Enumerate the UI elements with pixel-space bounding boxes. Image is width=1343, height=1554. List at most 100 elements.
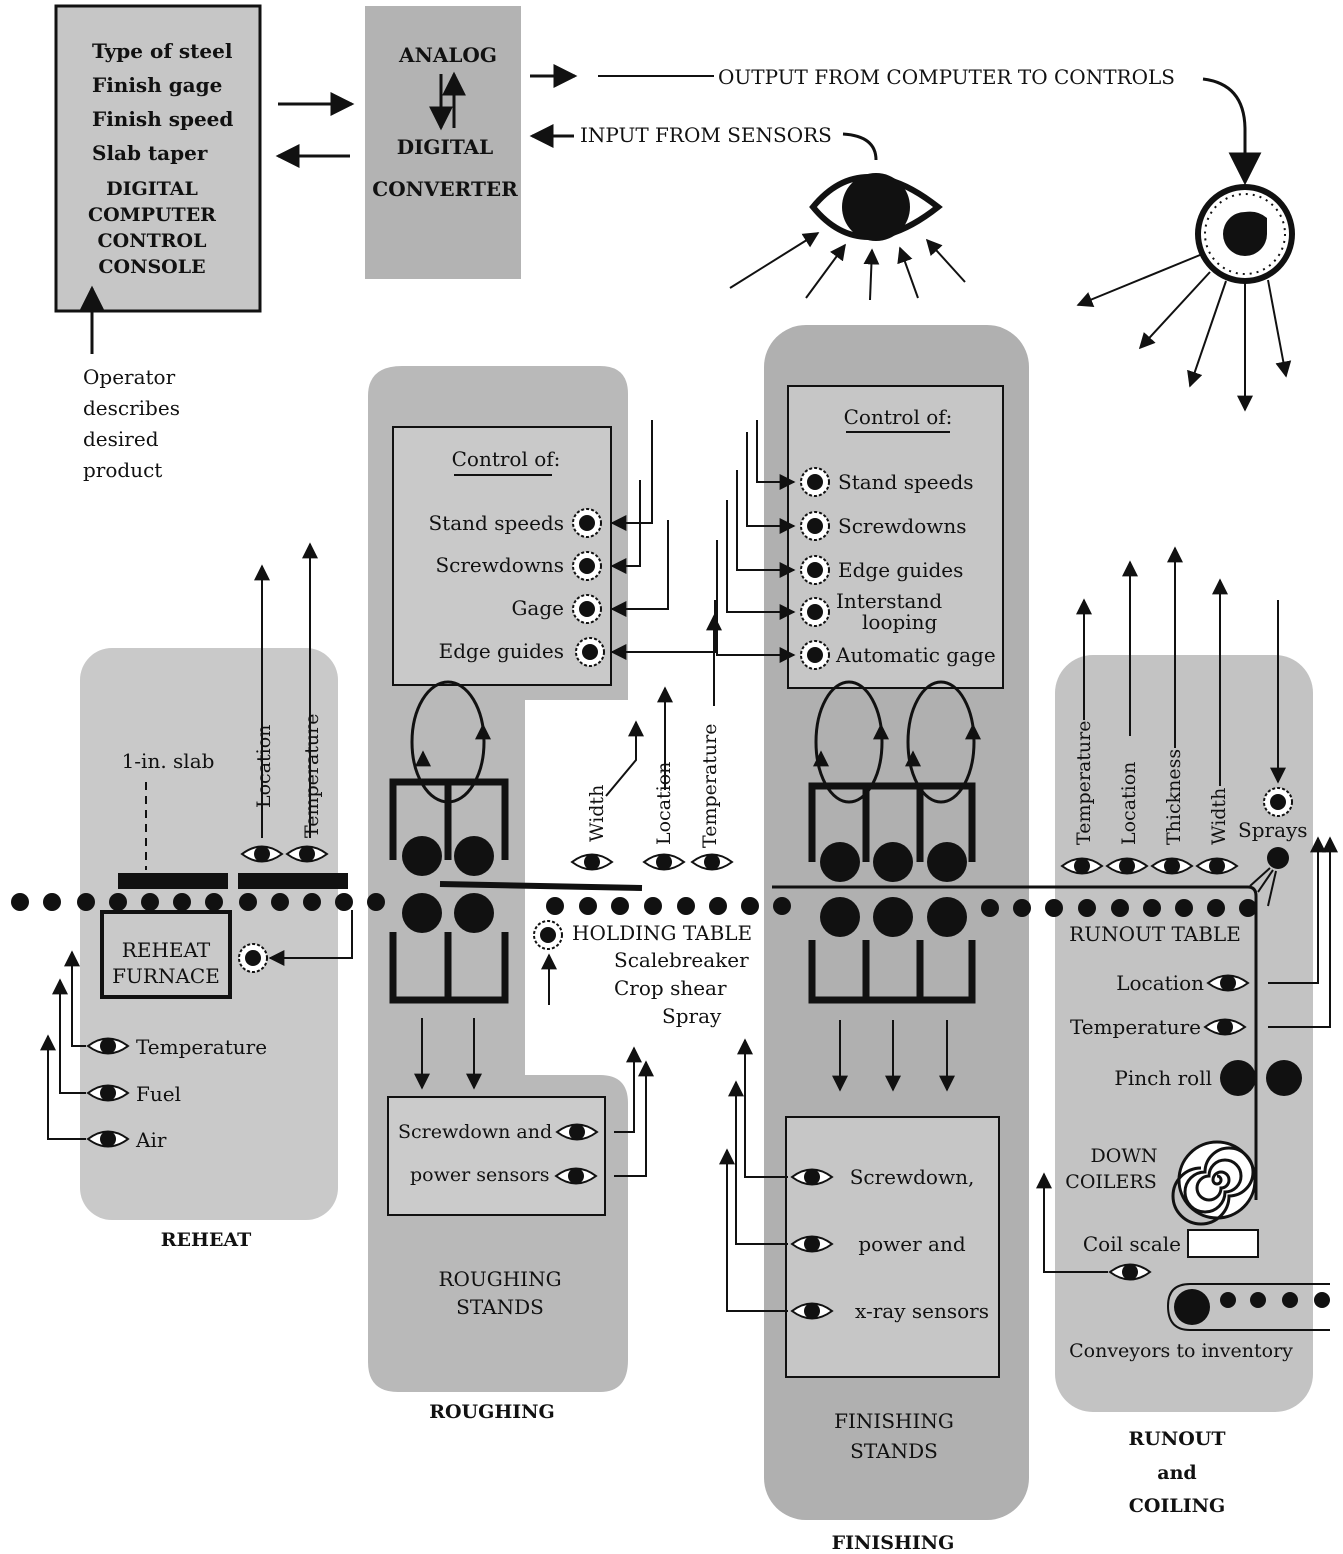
operator-note: describes: [83, 396, 180, 420]
conveyor-rollers: [1220, 1292, 1330, 1308]
operator-note: product: [83, 458, 162, 482]
width-sensor-icon: [571, 853, 613, 871]
control-output-ray: [1187, 280, 1227, 388]
sprays-control-icon: [1263, 787, 1293, 817]
holding-item: Crop shear: [614, 976, 727, 1000]
finishing-control-line: [716, 540, 796, 663]
console-item: Type of steel: [92, 39, 233, 63]
console-item: Finish gage: [92, 73, 222, 97]
screwdown-control-icon: [800, 511, 830, 541]
automatic-gage-control-icon: [800, 640, 830, 670]
pinch-roll-label: Pinch roll: [1114, 1066, 1212, 1090]
finishing-stands-label: FINISHING: [834, 1409, 954, 1433]
roughing-control-box: [392, 426, 612, 686]
coil-scale: [1187, 1229, 1259, 1258]
furnace-sensor-line: [52, 978, 86, 1094]
control-dial-center-icon: [1223, 211, 1267, 256]
runout-sensor-line: [1268, 836, 1338, 1028]
coil-scale-sensor-line: [1036, 1172, 1108, 1273]
holding-table-label: HOLDING TABLE: [572, 921, 752, 945]
furnace-label: REHEAT: [122, 938, 211, 962]
screwdown-control-icon: [572, 551, 602, 581]
console-item: Slab taper: [92, 141, 208, 165]
runout-section-label: RUNOUT: [1129, 1428, 1226, 1450]
furnace-control-line: [268, 910, 353, 966]
finishing-control-line: [746, 432, 796, 534]
control-title: Control of:: [452, 447, 561, 471]
converter-label: CONVERTER: [372, 177, 518, 201]
coil-on-conveyor-icon: [1174, 1289, 1210, 1325]
sensor-eye-pupil-icon: [842, 173, 910, 241]
finishing-sensor-line: [719, 1148, 788, 1312]
slab: [118, 873, 228, 889]
console-title: COMPUTER: [88, 204, 216, 226]
roughing-control-label: Stand speeds: [428, 511, 564, 535]
console-item: Finish speed: [92, 107, 233, 131]
stand-speed-control-icon: [572, 508, 602, 538]
roughing-sensor-label: power sensors: [410, 1164, 550, 1186]
location-label: Location: [253, 725, 275, 808]
finishing-control-label: Automatic gage: [835, 643, 996, 667]
finishing-sensor-label: x-ray sensors: [855, 1299, 989, 1323]
output-curve-arrow: [1202, 77, 1262, 186]
finishing-sensor-label: Screwdown,: [850, 1165, 975, 1189]
location-label: Location: [653, 762, 675, 845]
finishing-stands-label: STANDS: [850, 1439, 938, 1463]
reheat-panel: [80, 648, 338, 1220]
operator-note: desired: [83, 427, 159, 451]
runout-panel: [1055, 655, 1313, 1412]
finishing-loop: [814, 680, 884, 804]
runout-table-label: RUNOUT TABLE: [1069, 922, 1241, 946]
finishing-control-line: [756, 420, 796, 490]
finishing-control-label: Stand speeds: [838, 470, 974, 494]
pinch-roll-icon: [1220, 1060, 1256, 1096]
roughing-sensor-line: [614, 1060, 654, 1177]
sprays-label: Sprays: [1238, 818, 1308, 842]
temperature-sensor-icon: [691, 853, 733, 871]
roller-line: [11, 893, 1257, 917]
finishing-control-label: looping: [862, 610, 938, 634]
roughing-control-label: Screwdowns: [435, 553, 564, 577]
roughing-sensor-label: Screwdown and: [398, 1121, 552, 1143]
roughing-control-label: Gage: [511, 596, 564, 620]
interstand-looping-control-icon: [800, 597, 830, 627]
sensor-input-ray: [863, 248, 880, 301]
reheat-section-label: REHEAT: [161, 1229, 252, 1251]
runout-sensor-line: [1268, 836, 1326, 984]
console-box: [54, 4, 262, 313]
furnace-sensor-label: Temperature: [136, 1035, 267, 1059]
finishing-control-label: Edge guides: [838, 558, 963, 582]
roughing-control-line: [610, 420, 653, 531]
output-label: OUTPUT FROM COMPUTER TO CONTROLS: [718, 65, 1175, 89]
roughing-stands: [389, 778, 509, 1004]
finishing-stands: [808, 782, 976, 1004]
holding-item: Spray: [662, 1004, 722, 1028]
coil-icon: [1171, 1140, 1257, 1226]
stand-speed-control-icon: [800, 467, 830, 497]
control-dial-ticks: [1204, 193, 1286, 275]
input-curve: [842, 132, 878, 161]
control-output-ray: [1076, 254, 1201, 307]
strip: [439, 881, 643, 891]
strip: [772, 885, 1258, 1200]
finishing-control-label: Screwdowns: [838, 514, 967, 538]
sensor-input-ray: [729, 232, 820, 289]
slab: [238, 873, 348, 889]
runout-sensor-label: Temperature: [1073, 721, 1095, 845]
finishing-control-label: Interstand: [836, 589, 942, 613]
finishing-sensor-line: [737, 1038, 788, 1178]
conveyor: [1166, 1283, 1330, 1331]
runout-temperature-label: Temperature: [1070, 1015, 1201, 1039]
roughing-sensor-box: [387, 1096, 606, 1216]
holding-item: Scalebreaker: [614, 948, 749, 972]
furnace-control-icon: [238, 943, 268, 973]
sensor-input-ray: [925, 238, 966, 283]
temperature-label: Temperature: [699, 724, 721, 848]
furnace-sensor-label: Air: [135, 1128, 167, 1152]
spray-stream: [1257, 869, 1274, 893]
spray-stream: [1249, 867, 1271, 887]
finishing-control-line: [726, 500, 796, 620]
runout-sensor-label: Width: [1208, 788, 1230, 845]
finishing-section-label: FINISHING: [832, 1532, 955, 1554]
